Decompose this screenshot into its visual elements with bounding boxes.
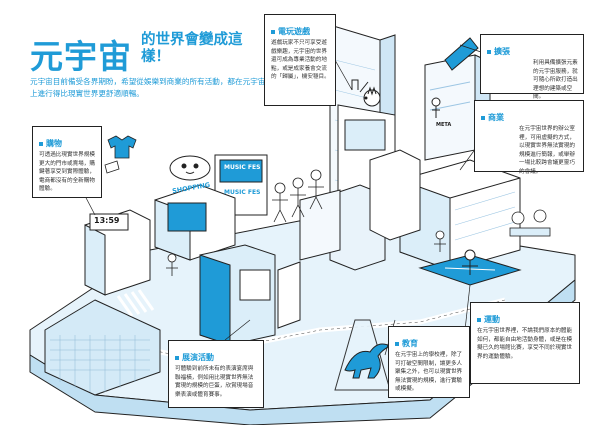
panel-shopping: 購物 可透過比現實世界規模更大的門市或賣場，購鍵著享受到實際體驗，電商都沒有的全… [32,126,102,198]
page-title: 元宇宙 [30,37,132,76]
clothing-icons [104,135,137,174]
panel-business: 商業 在元宇宙世界的辦公室裡，可用虛擬的方式，以現實世界無法實現的規模進行簡報，… [474,100,584,175]
page-subtitle: 的世界會變成這樣！ [141,32,243,65]
music-fes-sign-top: MUSIC FES [224,164,261,171]
robot-figure [351,79,369,100]
panel-education-heading: 教育 [395,338,418,349]
panel-game: 電玩遊戲 遊戲玩家不只可享受遊戲樂趣，元宇宙的世界還可成為專業活動的地點，或是成… [264,14,336,106]
crowd-figures [166,169,446,392]
panel-game-body: 遊戲玩家不只可享受遊戲樂趣，元宇宙的世界還可成為專業活動的地點，或是成家養會交流… [271,40,330,81]
meta-sign: META [436,122,452,128]
panel-game-heading: 電玩遊戲 [271,26,310,37]
panel-business-heading: 商業 [481,112,504,123]
panel-ar: 擴張 利用具備擴張元素的元宇宙服務，就可隨心所欲打造出理想的建築或空間。 [480,34,584,100]
panel-sports-body: 在元宇宙世界裡，不論我們原本的體能如何，都能自由地活動身體，或是在模擬已久的場館… [477,328,573,360]
panel-live-body: 可體驗到前所未有的表演宴席與聯福橫，例如用比現實世界無法實現的規模的巨蛋，欣賞現… [175,366,254,398]
middle-buildings [214,149,421,271]
panel-education: 教育 在元宇宙上的學校裡，除了可打破空間限制，讓更多人聚集之外，也可以現實世界無… [388,326,470,398]
clock-building [84,209,151,296]
panel-shopping-heading: 購物 [39,138,62,149]
panel-ar-body: 利用具備擴張元素的元宇宙服務，就可隨心所欲打造出理想的建築或空間。 [533,60,578,101]
panel-business-body: 在元宇宙世界的辦公室裡，可用虛擬的方式，以現實世界無法實現的規模進行簡報，或舉辦… [519,126,575,175]
panel-live: 展演活動 可體驗到前所未有的表演宴席與聯福橫，例如用比現實世界無法實現的規模的巨… [168,340,264,408]
sports-field [418,249,522,286]
intro-text: 元宇宙目前備受各界期盼，希望從娛樂到商業的所有活動，都在元宇宙上進行得比現實世界… [30,77,266,98]
panel-live-heading: 展演活動 [175,352,214,363]
live-stage-building [199,244,301,346]
office-building [399,159,521,271]
panel-sports: 運動 在元宇宙世界裡，不論我們原本的體能如何，都能自由地活動身體，或是在模擬已久… [470,302,580,384]
music-fes-sign-bottom: MUSIC FES [224,189,261,196]
clock-sign: 13:59 [94,216,120,225]
dinosaur-hologram [334,319,392,391]
shopping-building [154,155,236,261]
panel-ar-heading: 擴張 [487,46,510,57]
panel-education-body: 在元宇宙上的學校裡，除了可打破空間限制，讓更多人聚集之外，也可以現實世界無法實現… [395,352,463,393]
panel-shopping-body: 可透過比現實世界規模更大的門市或賣場，購鍵著享受到實際體驗，電商都沒有的全新購物… [39,152,95,193]
panel-sports-heading: 運動 [477,314,500,325]
